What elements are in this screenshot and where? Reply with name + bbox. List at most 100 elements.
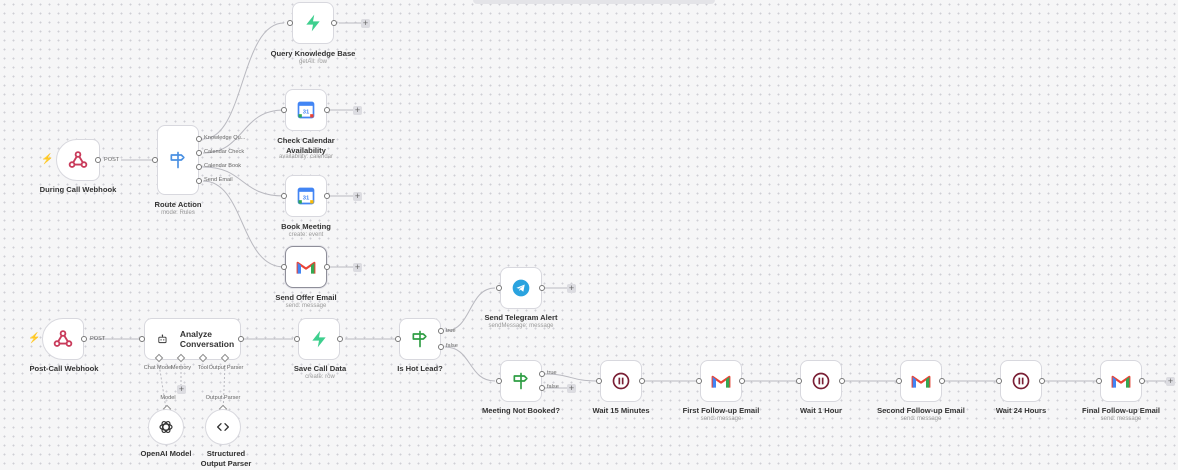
gmail-icon (711, 375, 731, 388)
meeting-not-booked-false-label: false (547, 384, 559, 390)
send-offer-email-node[interactable] (285, 246, 327, 288)
edge-route-book (202, 166, 285, 197)
analyze-output-handle[interactable] (238, 336, 244, 342)
parser-connector-label: Output Parser (205, 395, 241, 401)
query-kb-output-handle[interactable] (331, 20, 337, 26)
supabase-icon (312, 330, 326, 348)
query-kb-subtitle: getAll: row (298, 59, 327, 65)
post-call-webhook-output-handle[interactable] (81, 336, 87, 342)
meeting-not-booked-input-handle[interactable] (496, 378, 502, 384)
route-action-subtitle: mode: Rules (161, 210, 195, 216)
check-calendar-input-handle[interactable] (281, 107, 287, 113)
switch-icon (513, 372, 528, 390)
gmail-icon (296, 261, 316, 274)
query-kb-add-button[interactable]: + (361, 18, 370, 28)
edge-notbooked-wait15 (544, 373, 597, 382)
route-action-output-handle-3[interactable] (196, 164, 202, 170)
second-followup-input-handle[interactable] (896, 378, 902, 384)
openai-connector-label: Model (160, 395, 176, 401)
check-calendar-node[interactable]: 31 (285, 89, 327, 131)
wait-1h-output-handle[interactable] (839, 378, 845, 384)
second-followup-output-handle[interactable] (939, 378, 945, 384)
wait-15-minutes-node[interactable] (600, 360, 642, 402)
send-telegram-input-handle[interactable] (496, 285, 502, 291)
send-telegram-node[interactable] (500, 267, 542, 309)
second-followup-email-node[interactable] (900, 360, 942, 402)
gmail-icon (911, 375, 931, 388)
post-call-webhook-node[interactable] (42, 318, 84, 360)
send-offer-email-output-handle[interactable] (324, 264, 330, 270)
save-call-data-node[interactable] (298, 318, 340, 360)
save-call-data-input-handle[interactable] (294, 336, 300, 342)
edge-hot-telegram (444, 287, 496, 332)
meeting-not-booked-add-button[interactable]: + (567, 383, 576, 393)
send-telegram-subtitle: sendMessage: message (488, 323, 554, 329)
final-followup-email-node[interactable] (1100, 360, 1142, 402)
route-action-output-handle-1[interactable] (196, 136, 202, 142)
is-hot-lead-true-label: true (446, 328, 456, 334)
supabase-icon (306, 14, 320, 32)
meeting-not-booked-false-handle[interactable] (539, 385, 545, 391)
is-hot-lead-true-handle[interactable] (438, 328, 444, 334)
final-followup-output-handle[interactable] (1139, 378, 1145, 384)
book-meeting-output-handle[interactable] (324, 193, 330, 199)
route-action-output-handle-4[interactable] (196, 178, 202, 184)
send-offer-email-add-button[interactable]: + (353, 262, 362, 272)
wait-24h-input-handle[interactable] (996, 378, 1002, 384)
wait-24-hours-node[interactable] (1000, 360, 1042, 402)
meeting-not-booked-true-label: true (547, 370, 557, 376)
wait-1-hour-node[interactable] (800, 360, 842, 402)
check-calendar-subtitle: availability: calendar (278, 154, 334, 160)
save-call-data-output-handle[interactable] (337, 336, 343, 342)
book-meeting-node[interactable]: 31 (285, 175, 327, 217)
save-call-data-subtitle: create: row (305, 374, 335, 380)
first-followup-input-handle[interactable] (696, 378, 702, 384)
first-followup-output-handle[interactable] (739, 378, 745, 384)
switch-icon (170, 151, 185, 169)
route-action-output-handle-2[interactable] (196, 150, 202, 156)
book-meeting-input-handle[interactable] (281, 193, 287, 199)
meeting-not-booked-node[interactable] (500, 360, 542, 402)
analyze-conversation-node[interactable]: Analyze Conversation (144, 318, 241, 360)
query-kb-title: Query Knowledge Base (270, 49, 356, 58)
memory-add-button[interactable]: + (177, 384, 186, 394)
is-hot-lead-input-handle[interactable] (395, 336, 401, 342)
openai-model-node[interactable] (148, 409, 184, 445)
svg-text:31: 31 (303, 109, 310, 115)
check-calendar-add-button[interactable]: + (353, 105, 362, 115)
is-hot-lead-node[interactable] (399, 318, 441, 360)
book-meeting-title: Book Meeting (281, 222, 331, 231)
route-action-node[interactable] (157, 125, 199, 195)
wait-24h-output-handle[interactable] (1039, 378, 1045, 384)
edge-route-email (202, 180, 285, 268)
during-call-webhook-output-handle[interactable] (95, 157, 101, 163)
is-hot-lead-false-handle[interactable] (438, 344, 444, 350)
check-calendar-output-handle[interactable] (324, 107, 330, 113)
edge-route-kb (202, 22, 285, 140)
during-call-webhook-output-label: POST (104, 157, 120, 163)
send-telegram-output-handle[interactable] (539, 285, 545, 291)
structured-output-parser-node[interactable] (205, 409, 241, 445)
first-followup-email-node[interactable] (700, 360, 742, 402)
pause-icon (812, 372, 830, 390)
during-call-webhook-node[interactable] (56, 139, 100, 181)
query-knowledge-base-node[interactable] (292, 2, 334, 44)
edge-hot-notbooked (444, 346, 496, 382)
pause-icon (612, 372, 630, 390)
send-telegram-add-button[interactable]: + (567, 283, 576, 293)
check-calendar-title: Check Calendar Availability (277, 136, 335, 155)
query-kb-input-handle[interactable] (287, 20, 293, 26)
wait-1h-input-handle[interactable] (796, 378, 802, 384)
analyze-input-handle[interactable] (139, 336, 145, 342)
meeting-not-booked-true-handle[interactable] (539, 371, 545, 377)
final-followup-add-button[interactable]: + (1166, 376, 1175, 386)
send-offer-email-input-handle[interactable] (281, 264, 287, 270)
book-meeting-add-button[interactable]: + (353, 191, 362, 201)
final-followup-input-handle[interactable] (1096, 378, 1102, 384)
robot-icon (158, 334, 167, 344)
wait-15-input-handle[interactable] (596, 378, 602, 384)
route-action-input-handle[interactable] (152, 157, 158, 163)
wait-15-output-handle[interactable] (639, 378, 645, 384)
